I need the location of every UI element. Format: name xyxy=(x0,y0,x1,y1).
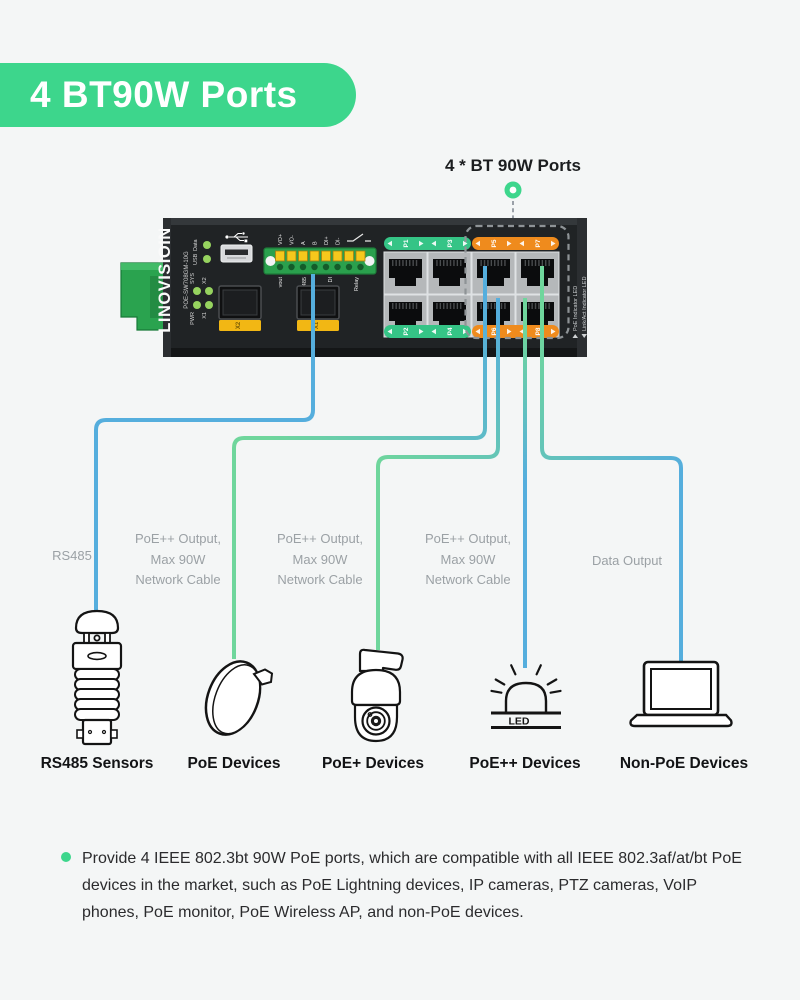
sfp-port-x2: X2 xyxy=(218,285,262,331)
led-label-usb: USB xyxy=(193,253,199,265)
port-label-bottom-3: P6 xyxy=(491,327,498,335)
cable-rs485 xyxy=(94,274,315,612)
port-label-bottom-2: P4 xyxy=(447,327,454,335)
sfp-label-x2: X2 xyxy=(236,321,242,329)
bt90w-ports-highlight-box xyxy=(464,224,570,340)
pointer-label: 4 * BT 90W Ports xyxy=(444,156,582,175)
footer-text: Provide 4 IEEE 802.3bt 90W PoE ports, wh… xyxy=(82,850,742,921)
port-label-top-1: P1 xyxy=(403,239,410,247)
terminal-label-relay: Relay xyxy=(354,277,360,291)
port-label-bottom-4: P8 xyxy=(535,327,542,335)
port-label-bottom-1: P2 xyxy=(403,327,410,335)
poe-device-dish-icon xyxy=(204,660,274,736)
port-label-top-2: P3 xyxy=(447,239,454,247)
cable-data xyxy=(540,266,683,663)
port-label-top-3: P5 xyxy=(491,239,498,247)
banner: 4 BT90W Ports xyxy=(0,63,356,127)
usb-icon xyxy=(225,232,248,243)
poe-plus-plus-device-led-icon: LED xyxy=(490,664,562,729)
led-label-sys: SYS xyxy=(190,273,196,284)
device-label-rs485-sensors: RS485 Sensors xyxy=(40,755,154,772)
cable-poe-plus xyxy=(376,298,500,650)
pointer-dot-icon xyxy=(504,181,522,226)
terminal-label-vo-plus: VO+ xyxy=(278,234,284,245)
led-label-data: Data xyxy=(193,238,199,251)
cables xyxy=(94,266,683,668)
cable-annotation-rs485: RS485 xyxy=(52,548,92,563)
led-label-x2: X2 xyxy=(202,277,208,284)
terminal-label-vout: vout xyxy=(278,277,284,288)
terminal-label-a: A xyxy=(301,241,307,245)
legend-linkact-indicator: Link/Act Indicator LED xyxy=(582,277,588,331)
bullet-dot-icon xyxy=(61,852,71,862)
status-leds-main: SYS X2 PWR X1 xyxy=(190,273,213,325)
relay-symbol-icon xyxy=(347,233,371,242)
device-label-non-poe-devices: Non-PoE Devices xyxy=(619,755,749,772)
switch-model: POE-SW708GM-10G xyxy=(184,251,190,309)
switch-brand: LINOVISIOIN xyxy=(156,227,174,332)
footer-note: Provide 4 IEEE 802.3bt 90W PoE ports, wh… xyxy=(61,845,745,926)
sfp-label-x1: X1 xyxy=(314,321,320,329)
cable-poe xyxy=(232,266,487,659)
device-label-poe-devices: PoE Devices xyxy=(187,755,281,772)
cable-annotation-data: Data Output xyxy=(591,553,663,568)
terminal-label-di-plus: DI+ xyxy=(324,236,330,245)
device-label-poe-plus-plus-devices: PoE++ Devices xyxy=(469,755,581,772)
poe-switch: LINOVISIOIN POE-SW708GM-10G Data USB SYS… xyxy=(120,218,588,357)
terminal-label-vo-minus: VO- xyxy=(290,235,296,245)
led-badge-text: LED xyxy=(509,716,530,728)
rj45-ports: P1 P3 P5 P7 P2 P4 P6 P8 xyxy=(383,237,560,338)
led-label-x1: X1 xyxy=(202,312,208,319)
indicator-legend: PoE Indicator LED Link/Act Indicator LED xyxy=(572,277,588,338)
legend-poe-indicator: PoE Indicator LED xyxy=(573,286,579,331)
poe-plus-device-camera-icon xyxy=(350,648,404,743)
led-rays-icon xyxy=(490,664,562,694)
usb-port xyxy=(220,232,253,263)
sfp-port-x1: X1 xyxy=(296,285,340,331)
cable-annotation-poe-plus-plus: PoE++ Output, Max 90W Network Cable xyxy=(424,531,511,587)
port-strip-arrows-icon xyxy=(387,240,556,335)
terminal-label-di: DI xyxy=(328,277,334,283)
terminal-label-b: B xyxy=(313,241,319,245)
port-label-top-4: P7 xyxy=(535,239,542,247)
rs485-sensor-icon xyxy=(71,609,123,746)
banner-title: 4 BT90W Ports xyxy=(30,74,298,115)
cable-annotation-poe: PoE++ Output, Max 90W Network Cable xyxy=(134,531,221,587)
status-leds-usb-data: Data USB xyxy=(193,238,211,265)
led-label-pwr: PWR xyxy=(190,312,196,325)
device-label-poe-plus-devices: PoE+ Devices xyxy=(321,755,425,772)
terminal-label-di-minus: DI- xyxy=(336,238,342,246)
non-poe-device-laptop-icon xyxy=(629,660,733,728)
cable-annotation-poe-plus: PoE++ Output, Max 90W Network Cable xyxy=(276,531,363,587)
